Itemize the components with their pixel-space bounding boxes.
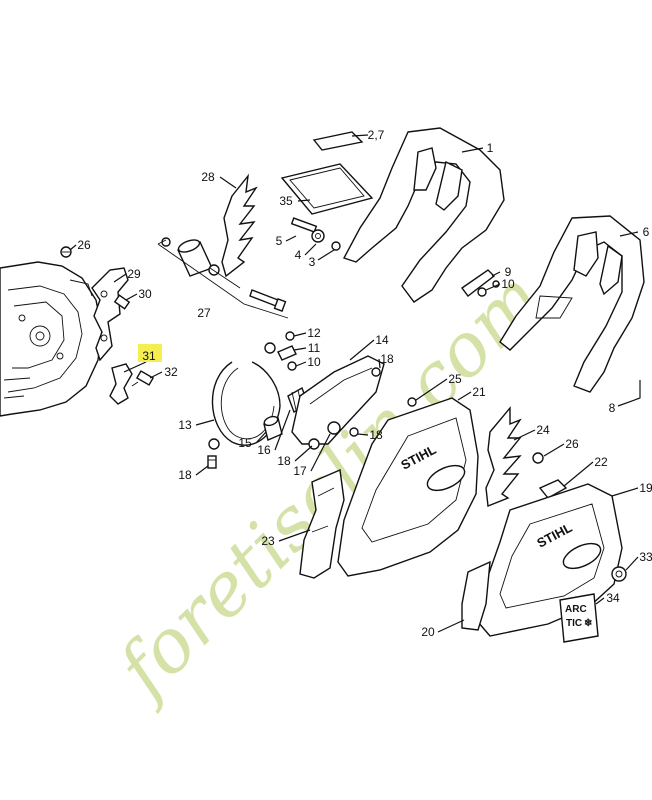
callout-label-19: 19 (639, 481, 652, 495)
callout-label-32: 32 (164, 365, 178, 379)
hardware-5-4-3 (290, 217, 341, 251)
screw-30 (113, 294, 131, 310)
callout-label-23: 23 (261, 534, 275, 548)
nut-22 (538, 479, 568, 499)
callout-label-10: 10 (307, 355, 321, 369)
sprocket-cover-21: STIHL (337, 397, 479, 577)
sleeve-16 (263, 415, 283, 441)
callout-label-21: 21 (472, 385, 486, 399)
lever-9-10 (461, 269, 500, 297)
callout-label-18: 18 (380, 352, 394, 366)
pad-35 (280, 163, 374, 215)
callout-label-4: 4 (295, 248, 302, 262)
callout-label-24: 24 (536, 423, 550, 437)
brake-band (208, 342, 281, 450)
callout-label-22: 22 (594, 455, 608, 469)
screw-26b (532, 452, 544, 464)
engine-housing (0, 261, 103, 417)
callout-label-12: 12 (307, 326, 321, 340)
callout-label-5: 5 (276, 234, 283, 248)
callout-label-2-7: 2,7 (368, 128, 385, 142)
callout-label-10: 10 (501, 277, 515, 291)
callout-label-8: 8 (609, 401, 616, 415)
sprocket-cover-19: STIHL (477, 483, 623, 637)
badge-line1: ARC (565, 604, 587, 615)
callout-label-20: 20 (421, 625, 435, 639)
screw-25 (407, 397, 417, 407)
small-parts-12-11-10 (277, 331, 297, 371)
badge-line2: TIC (566, 618, 582, 629)
pad-2-7 (312, 131, 364, 151)
bumper-spike-24 (485, 406, 522, 507)
deflector-23 (299, 468, 345, 579)
callout-label-31: 31 (142, 349, 156, 363)
snowflake-icon: ❄ (584, 618, 592, 629)
callout-label-33: 33 (639, 550, 652, 564)
callout-label-18: 18 (369, 428, 383, 442)
callout-label-1: 1 (487, 141, 494, 155)
sleeve-27 (161, 237, 220, 277)
callout-label-15: 15 (238, 436, 252, 450)
brake-lever-14 (291, 355, 385, 450)
callout-label-26: 26 (77, 238, 91, 252)
screw-18b (349, 427, 359, 437)
callout-label-29: 29 (127, 267, 141, 281)
hand-guard-1 (342, 127, 505, 303)
callout-label-18: 18 (178, 468, 192, 482)
callout-label-6: 6 (643, 225, 650, 239)
bumper-spike (221, 173, 258, 278)
callout-label-26: 26 (565, 437, 579, 451)
callout-label-28: 28 (201, 170, 215, 184)
leader-lines (69, 134, 641, 633)
screw-26a (60, 246, 72, 258)
arctic-badge: ARC TIC ❄ (559, 593, 599, 643)
screw-32 (131, 370, 155, 387)
callout-label-17: 17 (293, 464, 307, 478)
callout-label-30: 30 (138, 287, 152, 301)
hand-guard-6 (499, 215, 645, 393)
callout-label-13: 13 (178, 418, 192, 432)
bracket-plate (91, 267, 129, 362)
callout-label-18: 18 (277, 454, 291, 468)
callout-highlight (138, 344, 162, 362)
callout-label-27: 27 (197, 306, 211, 320)
callout-label-3: 3 (309, 255, 316, 269)
callout-label-14: 14 (375, 333, 389, 347)
callout-label-9: 9 (505, 265, 512, 279)
screw-18c (207, 455, 217, 469)
deflector-20 (461, 560, 491, 631)
nut-33 (611, 566, 627, 582)
callout-label-16: 16 (257, 443, 271, 457)
callout-label-34: 34 (606, 591, 620, 605)
bolt-27 (249, 289, 287, 312)
spring-clip (109, 363, 133, 405)
callout-label-25: 25 (448, 372, 462, 386)
callout-label-11: 11 (308, 341, 321, 355)
callout-label-35: 35 (279, 194, 293, 208)
bracket-line-27 (157, 239, 289, 319)
screw-18a (371, 367, 381, 377)
